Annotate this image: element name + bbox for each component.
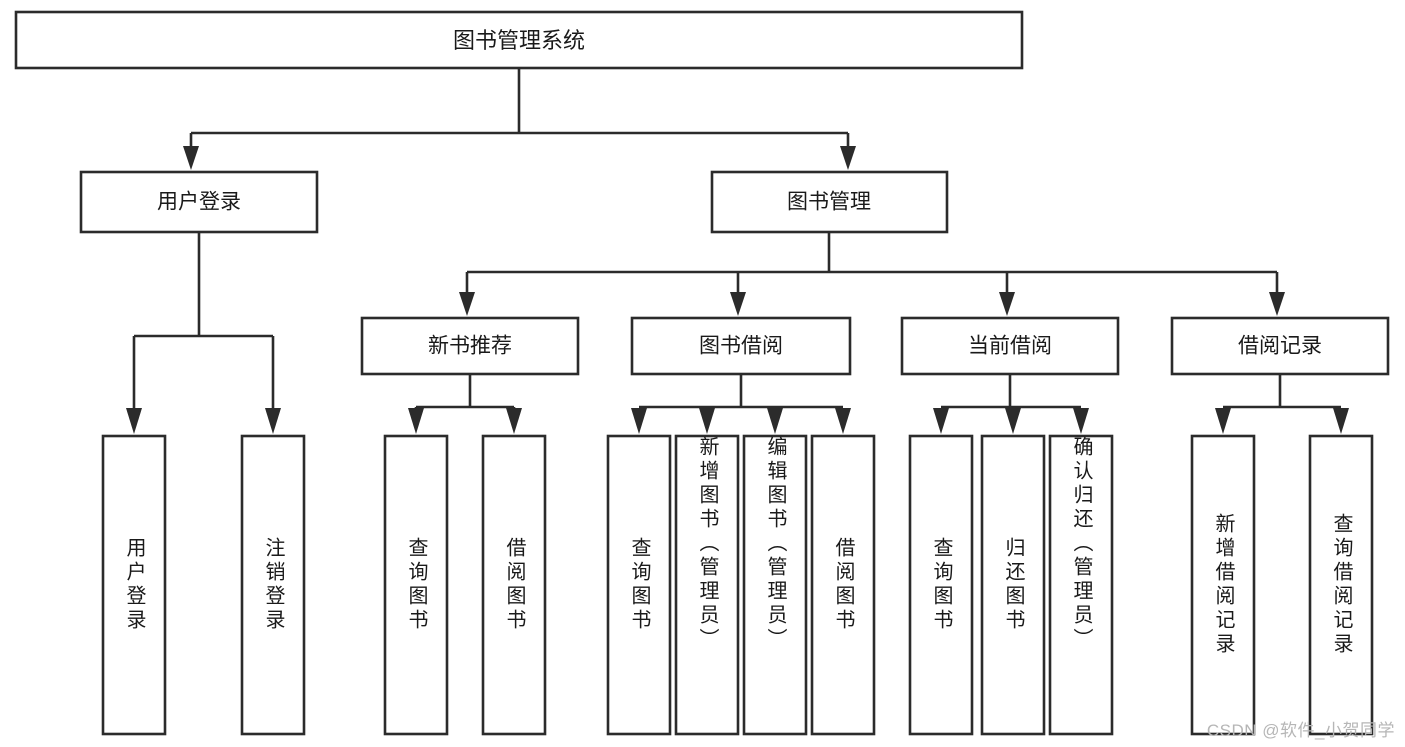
leaf-box-borrow-book-recommend[interactable] <box>481 434 547 736</box>
arrow-head-icon <box>730 292 746 316</box>
arrow-head-icon <box>1215 408 1231 434</box>
leaf-box-query-book-current[interactable] <box>908 434 974 736</box>
node-new-book-recommend[interactable]: 新书推荐 <box>360 316 580 376</box>
node-root-label: 图书管理系统 <box>453 28 585 53</box>
arrow-head-icon <box>1073 408 1089 434</box>
arrow-head-icon <box>631 408 647 434</box>
node-book-management[interactable]: 图书管理 <box>710 170 949 234</box>
connector-root-to-level2 <box>183 68 856 170</box>
node-user-login-box <box>79 170 319 234</box>
node-user-login[interactable]: 用户登录 <box>79 170 319 234</box>
arrow-head-icon <box>1333 408 1349 434</box>
arrow-head-icon <box>767 408 783 434</box>
leaf-box-confirm-return-admin[interactable] <box>1048 434 1114 736</box>
leaf-box-user-login[interactable] <box>101 434 167 736</box>
arrow-head-icon <box>835 408 851 434</box>
node-current-borrow[interactable]: 当前借阅 <box>900 316 1120 376</box>
connector-borrow-record-to-leaves <box>1215 374 1349 434</box>
leaf-box-borrow-book[interactable] <box>810 434 876 736</box>
node-book-borrow[interactable]: 图书借阅 <box>630 316 852 376</box>
arrow-head-icon <box>506 408 522 434</box>
node-user-login-label: 用户登录 <box>157 191 241 214</box>
arrow-head-icon <box>1005 408 1021 434</box>
leaf-box-add-book-admin[interactable] <box>674 434 740 736</box>
node-new-book-recommend-label: 新书推荐 <box>428 335 512 358</box>
node-root-box <box>14 10 1024 70</box>
leaf-box-query-book-borrow[interactable] <box>606 434 672 736</box>
arrow-head-icon <box>699 408 715 434</box>
connector-user-login-to-leaves <box>126 232 281 434</box>
node-current-borrow-label: 当前借阅 <box>968 335 1052 358</box>
node-borrow-record[interactable]: 借阅记录 <box>1170 316 1390 376</box>
leaf-box-group <box>101 434 1374 736</box>
node-borrow-record-label: 借阅记录 <box>1238 335 1322 358</box>
leaf-box-logout[interactable] <box>240 434 306 736</box>
arrow-head-icon <box>933 408 949 434</box>
node-new-book-recommend-box <box>360 316 580 376</box>
arrow-head-icon <box>999 292 1015 316</box>
arrow-head-icon <box>265 408 281 434</box>
arrow-head-icon <box>459 292 475 316</box>
arrow-head-icon <box>183 146 199 170</box>
arrow-head-icon <box>840 146 856 170</box>
leaf-box-edit-book-admin[interactable] <box>742 434 808 736</box>
connector-book-borrow-to-leaves <box>631 374 851 434</box>
connector-book-management-to-level3 <box>459 232 1285 316</box>
arrow-head-icon <box>408 408 424 434</box>
leaf-box-return-book[interactable] <box>980 434 1046 736</box>
connector-new-book-recommend-to-leaves <box>408 374 522 434</box>
leaf-box-query-borrow-record[interactable] <box>1308 434 1374 736</box>
node-root[interactable]: 图书管理系统 <box>14 10 1024 70</box>
node-book-management-label: 图书管理 <box>787 191 871 214</box>
arrow-head-icon <box>126 408 142 434</box>
leaf-box-add-borrow-record[interactable] <box>1190 434 1256 736</box>
csdn-watermark: CSDN @软件_小贺同学 <box>1206 721 1395 740</box>
node-current-borrow-box <box>900 316 1120 376</box>
arrow-head-icon <box>1269 292 1285 316</box>
connector-current-borrow-to-leaves <box>933 374 1089 434</box>
leaf-box-query-book-recommend[interactable] <box>383 434 449 736</box>
node-book-borrow-label: 图书借阅 <box>699 335 783 358</box>
